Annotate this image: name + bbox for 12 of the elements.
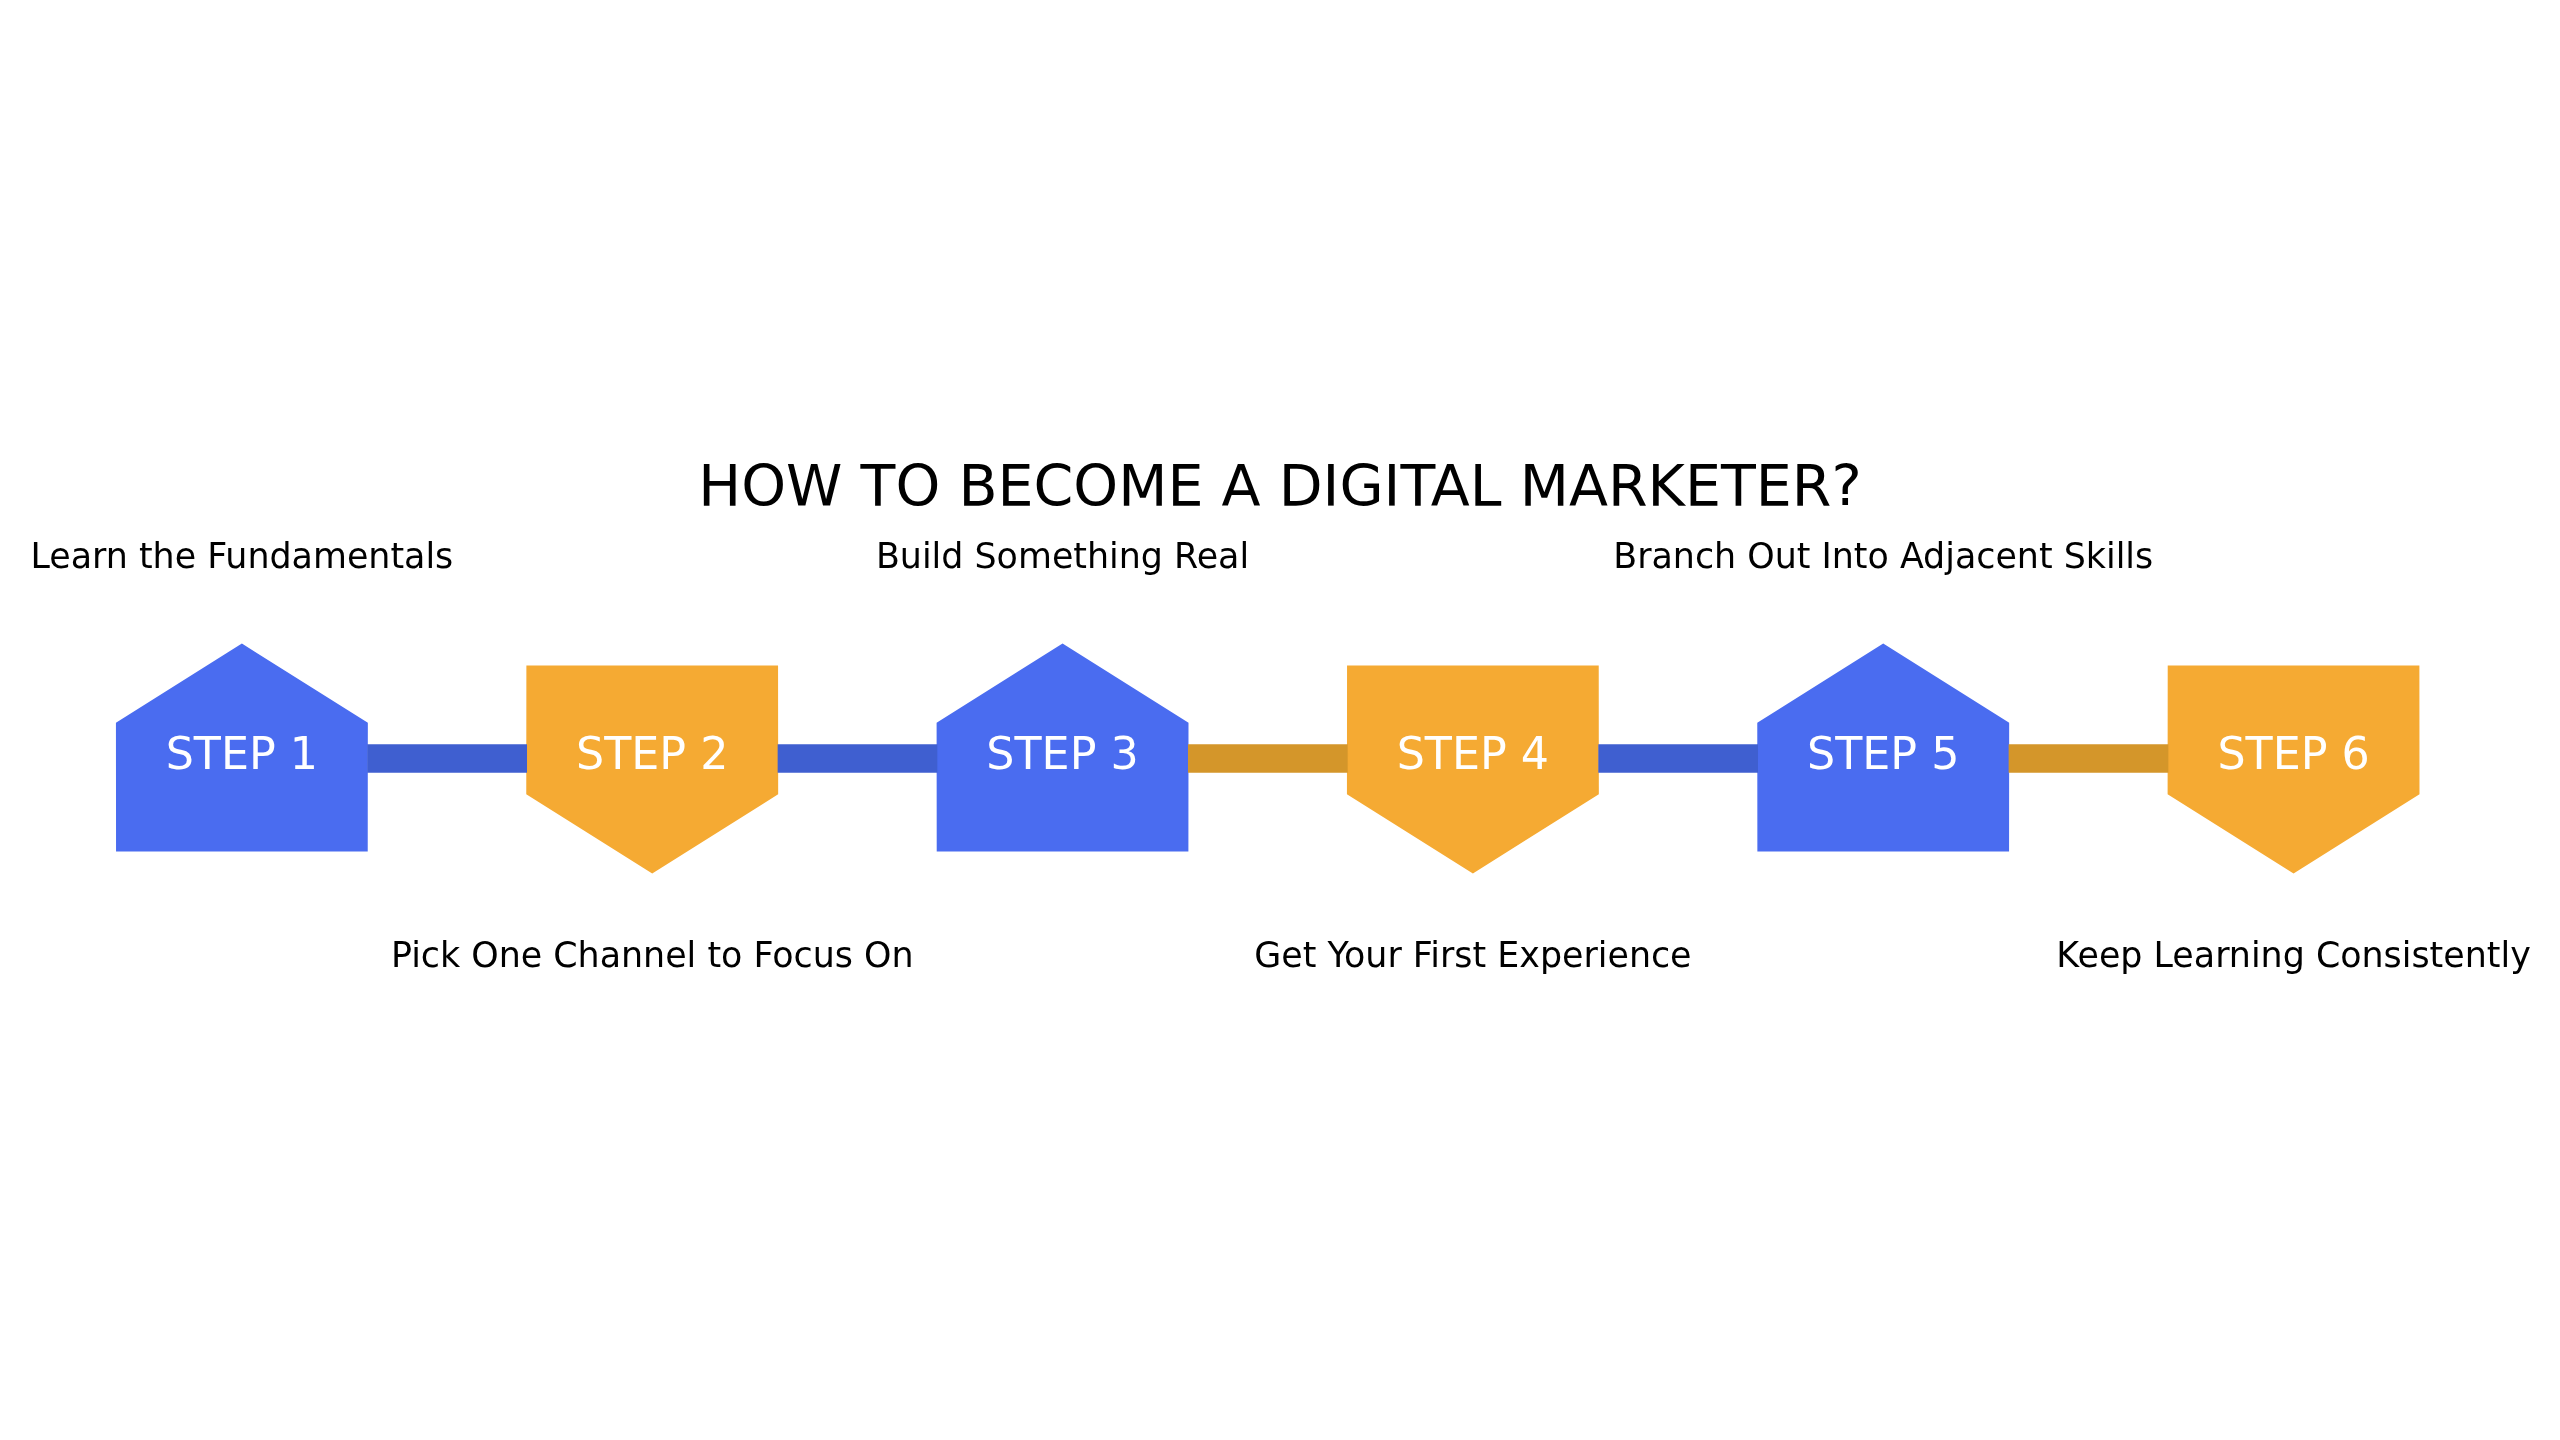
node-label: Branch Out Into Adjacent Skills: [1613, 535, 2154, 576]
node-label: Pick One Channel to Focus On: [390, 934, 914, 975]
connector: [367, 743, 527, 773]
connector: [777, 743, 938, 773]
diagram-title: HOW TO BECOME A DIGITAL MARKETER?: [698, 452, 1862, 519]
connector: [1598, 743, 1758, 773]
node-label: Get Your First Experience: [1254, 934, 1692, 975]
connector: [1188, 743, 1348, 773]
node-label: Build Something Real: [875, 535, 1250, 576]
connector: [2008, 743, 2169, 773]
node-label: Keep Learning Consistently: [2056, 934, 2531, 975]
node-label: Learn the Fundamentals: [30, 535, 454, 576]
